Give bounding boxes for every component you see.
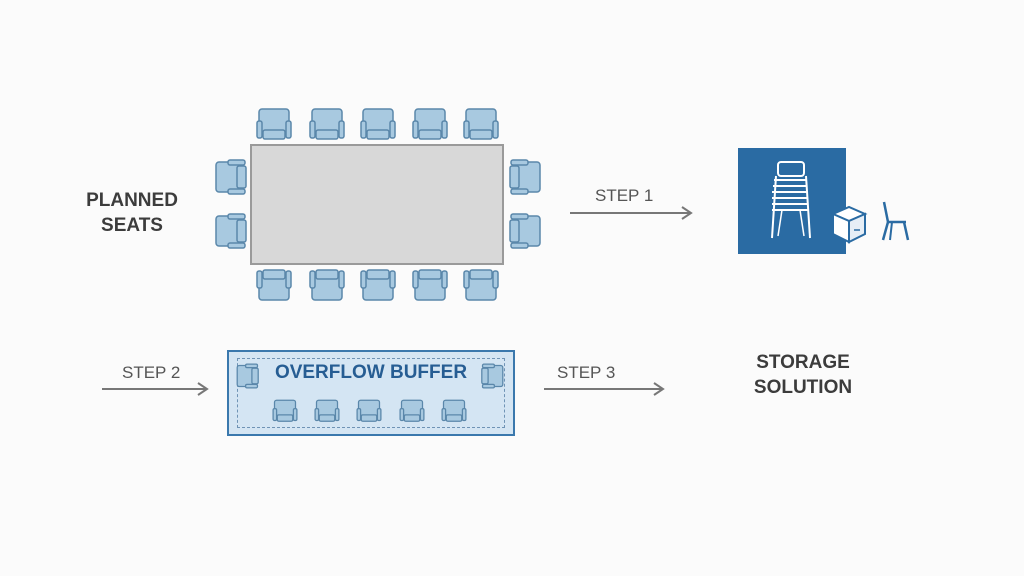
storage-box <box>738 148 846 254</box>
step1-arrow <box>570 206 693 220</box>
chair-bottom-4 <box>412 269 448 301</box>
step1-label: STEP 1 <box>595 186 654 205</box>
chair-left-1 <box>215 159 247 195</box>
chair-top-4 <box>412 108 448 140</box>
chair-top-1 <box>256 108 292 140</box>
storage-solution-label: STORAGE SOLUTION <box>753 352 853 398</box>
overflow-buffer-box: OVERFLOW BUFFER <box>227 350 515 436</box>
chair-top-3 <box>360 108 396 140</box>
overflow-chair-4 <box>399 399 425 422</box>
overflow-chair-right <box>481 363 504 389</box>
chair-bottom-3 <box>360 269 396 301</box>
step2-arrow <box>102 382 209 396</box>
chair-top-2 <box>309 108 345 140</box>
overflow-chair-5 <box>441 399 467 422</box>
chair-bottom-2 <box>309 269 345 301</box>
chair-left-2 <box>215 213 247 249</box>
chair-top-5 <box>463 108 499 140</box>
overflow-chair-3 <box>356 399 382 422</box>
step2-label: STEP 2 <box>122 363 181 382</box>
single-chair-icon <box>881 201 910 241</box>
overflow-chair-2 <box>314 399 340 422</box>
stacked-chairs-icon <box>771 161 811 239</box>
chair-right-2 <box>509 213 541 249</box>
overflow-buffer-label: OVERFLOW BUFFER <box>274 362 468 383</box>
planned-seats-label: PLANNED SEATS <box>86 190 178 236</box>
conference-table <box>250 144 504 265</box>
chair-right-1 <box>509 159 541 195</box>
step3-arrow <box>544 382 665 396</box>
chair-bottom-1 <box>256 269 292 301</box>
step3-label: STEP 3 <box>557 363 616 382</box>
box-icon <box>830 205 868 244</box>
chair-bottom-5 <box>463 269 499 301</box>
overflow-chair-1 <box>272 399 298 422</box>
overflow-dashed-border <box>237 358 505 428</box>
overflow-chair-left <box>236 363 259 389</box>
